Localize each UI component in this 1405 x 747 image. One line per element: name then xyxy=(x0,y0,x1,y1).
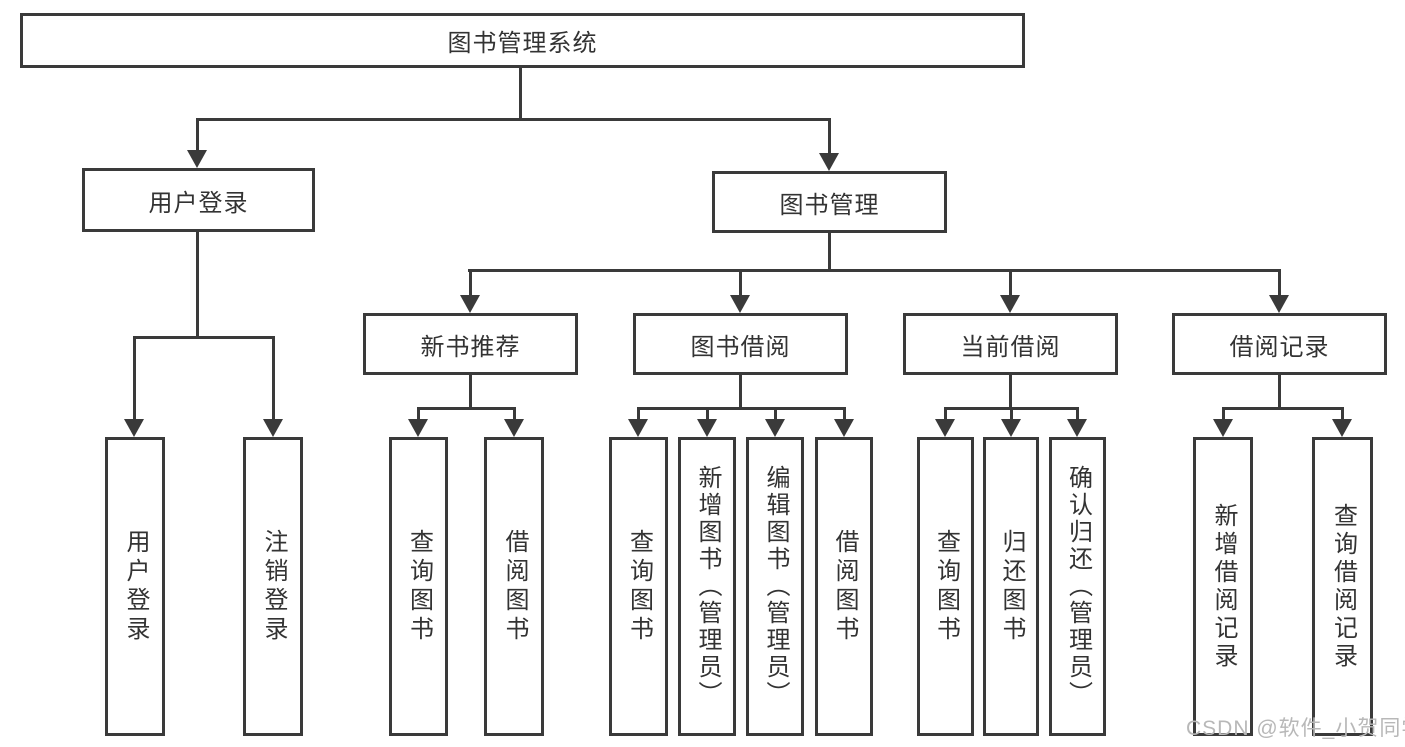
leaf-user-login: 用户登录 xyxy=(105,437,165,736)
arrow-down-icon xyxy=(504,419,524,437)
leaf-label: 新增图书（管理员） xyxy=(694,465,721,708)
arrow-down-icon xyxy=(408,419,428,437)
leaf-label: 借阅图书 xyxy=(501,528,528,645)
node-label: 新书推荐 xyxy=(420,333,521,361)
node-book-borrowing: 图书借阅 xyxy=(633,313,848,375)
leaf-label: 编辑图书（管理员） xyxy=(762,465,789,708)
node-label: 图书借阅 xyxy=(690,333,791,361)
arrow-down-icon xyxy=(1269,295,1289,313)
leaf-label: 借阅图书 xyxy=(831,528,858,645)
connector-line xyxy=(196,230,199,338)
node-library-system: 图书管理系统 xyxy=(20,13,1025,68)
connector-line xyxy=(196,118,831,121)
connector-line xyxy=(513,407,516,423)
connector-line xyxy=(1278,269,1281,299)
node-user-login: 用户登录 xyxy=(82,168,315,232)
connector-line xyxy=(637,407,845,410)
leaf-edit-books-admin: 编辑图书（管理员） xyxy=(746,437,804,736)
node-new-book-recommend: 新书推荐 xyxy=(363,313,578,375)
leaf-confirm-return-admin: 确认归还（管理员） xyxy=(1049,437,1106,736)
csdn-watermark: CSDN @软件_小贺同学 xyxy=(1186,717,1405,740)
leaf-borrow-books-recommend: 借阅图书 xyxy=(484,437,544,736)
connector-line xyxy=(196,118,199,154)
leaf-add-books-admin: 新增图书（管理员） xyxy=(678,437,736,736)
arrow-down-icon xyxy=(730,295,750,313)
leaf-label: 归还图书 xyxy=(998,528,1025,645)
arrow-down-icon xyxy=(1067,419,1087,437)
node-label: 借阅记录 xyxy=(1229,333,1330,361)
node-borrowing-records: 借阅记录 xyxy=(1172,313,1387,375)
leaf-label: 用户登录 xyxy=(122,528,149,645)
connector-line xyxy=(417,407,420,423)
connector-line xyxy=(1278,373,1281,409)
leaf-add-borrow-record: 新增借阅记录 xyxy=(1193,437,1253,736)
arrow-down-icon xyxy=(819,153,839,171)
arrow-down-icon xyxy=(628,419,648,437)
leaf-borrow-books-borrowing: 借阅图书 xyxy=(815,437,873,736)
connector-line xyxy=(739,269,742,299)
arrow-down-icon xyxy=(1001,419,1021,437)
node-label: 图书管理系统 xyxy=(447,30,598,57)
node-label: 当前借阅 xyxy=(960,333,1061,361)
connector-line xyxy=(133,336,275,339)
connector-line xyxy=(519,66,522,121)
leaf-query-borrow-record: 查询借阅记录 xyxy=(1312,437,1373,736)
leaf-label: 查询图书 xyxy=(625,528,653,645)
arrow-down-icon xyxy=(263,419,283,437)
arrow-down-icon xyxy=(765,419,785,437)
connector-line xyxy=(843,407,846,423)
node-label: 图书管理 xyxy=(779,191,880,219)
connector-line xyxy=(1222,407,1225,423)
arrow-down-icon xyxy=(1332,419,1352,437)
connector-line xyxy=(1010,407,1013,423)
connector-line xyxy=(706,407,709,423)
connector-line xyxy=(739,373,742,409)
arrow-down-icon xyxy=(1213,419,1233,437)
node-current-borrowing: 当前借阅 xyxy=(903,313,1118,375)
connector-line xyxy=(828,118,831,156)
leaf-label: 查询图书 xyxy=(932,528,960,645)
leaf-label: 注销登录 xyxy=(260,528,287,645)
connector-line xyxy=(468,269,1280,272)
node-book-management: 图书管理 xyxy=(712,171,947,233)
leaf-label: 查询图书 xyxy=(405,528,433,645)
connector-line xyxy=(637,407,640,423)
connector-line xyxy=(1222,407,1344,410)
connector-line xyxy=(417,407,516,410)
leaf-label: 新增借阅记录 xyxy=(1210,502,1237,671)
connector-line xyxy=(469,373,472,409)
leaf-return-books: 归还图书 xyxy=(983,437,1039,736)
connector-line xyxy=(1076,407,1079,423)
connector-line xyxy=(469,269,472,299)
connector-line xyxy=(774,407,777,423)
leaf-query-books-recommend: 查询图书 xyxy=(389,437,448,736)
connector-line xyxy=(1009,269,1012,299)
connector-line xyxy=(828,231,831,272)
connector-line xyxy=(272,336,275,422)
connector-line xyxy=(133,336,136,422)
connector-line xyxy=(1009,373,1012,409)
connector-line xyxy=(1341,407,1344,423)
connector-line xyxy=(944,407,947,423)
leaf-logout: 注销登录 xyxy=(243,437,303,736)
arrow-down-icon xyxy=(1000,295,1020,313)
arrow-down-icon xyxy=(187,150,207,168)
leaf-query-books-borrowing: 查询图书 xyxy=(609,437,668,736)
arrow-down-icon xyxy=(124,419,144,437)
arrow-down-icon xyxy=(935,419,955,437)
leaf-label: 查询借阅记录 xyxy=(1329,502,1357,671)
arrow-down-icon xyxy=(460,295,480,313)
leaf-query-books-current: 查询图书 xyxy=(917,437,974,736)
arrow-down-icon xyxy=(697,419,717,437)
leaf-label: 确认归还（管理员） xyxy=(1064,465,1092,708)
arrow-down-icon xyxy=(834,419,854,437)
node-label: 用户登录 xyxy=(148,189,249,217)
